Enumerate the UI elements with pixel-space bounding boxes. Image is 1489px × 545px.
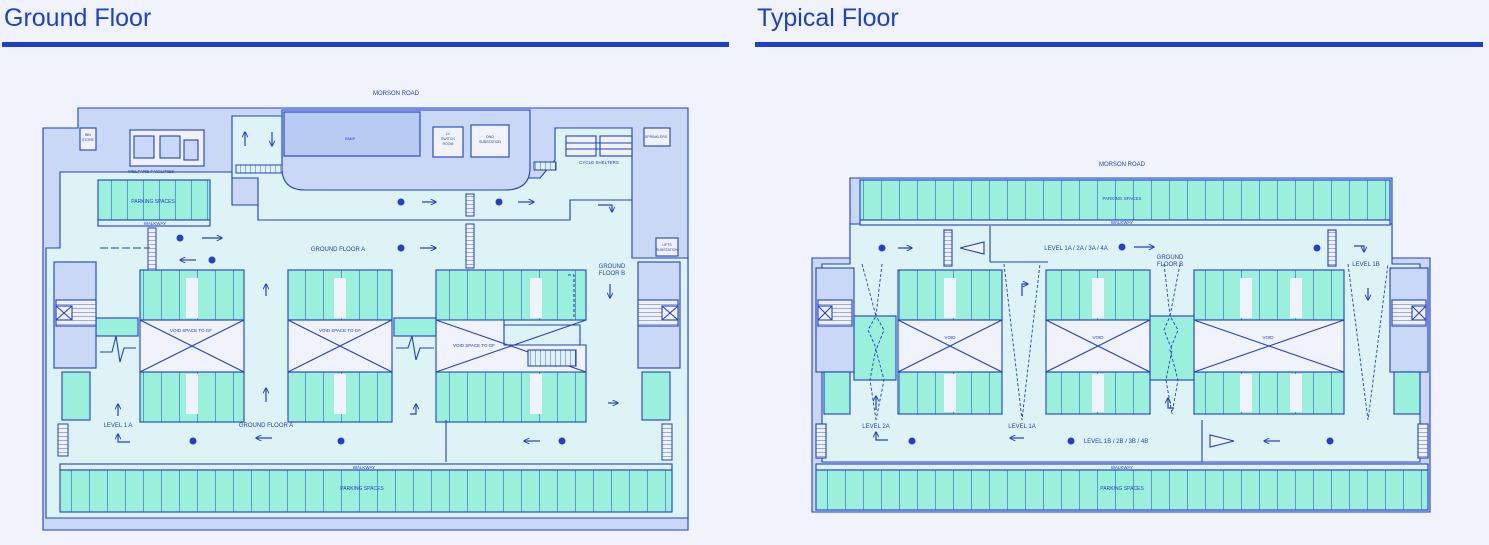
bin-store-label-2: STORE xyxy=(82,138,95,142)
typical-void-3-label: VOID xyxy=(1262,335,1274,340)
typical-ground-b-label-1: GROUND xyxy=(1157,255,1184,261)
cycle-shelter-2 xyxy=(599,135,633,157)
lv-switch-room xyxy=(432,126,464,158)
ground-ramp-left xyxy=(95,317,139,337)
cycle-shelter-1 xyxy=(565,135,597,157)
ground-crossing-2 xyxy=(533,161,557,171)
typical-void-2 xyxy=(1045,319,1151,373)
typical-void-1-label: VOID xyxy=(944,335,956,340)
ground-void-3-label: VOID SPACE TO GF xyxy=(453,343,495,348)
ground-floor-a-bottom-label: GROUND FLOOR A xyxy=(239,423,293,429)
ground-cycle-label: CYCLE SHELTERS xyxy=(579,160,619,165)
ground-parking-left xyxy=(97,179,211,221)
dno-substation xyxy=(470,124,510,158)
typical-levels-a-label: LEVEL 1A / 2A / 3A / 4A xyxy=(1044,246,1108,252)
typical-void-3 xyxy=(1193,319,1345,373)
ground-floor-title-rule xyxy=(2,42,729,47)
typical-road-label: MORSON ROAD xyxy=(1099,162,1146,168)
ground-spot-markers xyxy=(176,198,566,445)
lv-switch-label-3: ROOM xyxy=(443,142,454,146)
ground-void-1 xyxy=(139,319,245,373)
typical-crossing-3 xyxy=(815,423,827,459)
ground-crossing-3 xyxy=(147,227,157,271)
bin-store xyxy=(79,127,97,151)
ground-bay-3-top xyxy=(435,269,587,321)
typical-spot-markers xyxy=(878,243,1334,445)
ground-parking-left-label: PARKING SPACES xyxy=(131,199,175,205)
ground-stair-right xyxy=(637,261,681,421)
ground-traffic-arrows xyxy=(118,132,618,442)
typical-levels-b-label: LEVEL 1B / 2B / 3B / 4B xyxy=(1084,439,1148,445)
ground-road-label: MORSON ROAD xyxy=(373,91,420,97)
ground-floor-b-label-2: FLOOR B xyxy=(599,271,625,277)
ground-crossing-6 xyxy=(57,423,69,457)
typical-triangle-top xyxy=(959,241,985,255)
typical-floor-title-rule xyxy=(755,42,1483,47)
typical-void-2-label: VOID xyxy=(1092,335,1104,340)
typical-level-2a-label: LEVEL 2A xyxy=(862,424,889,430)
lv-switch-label-2: SWITCH xyxy=(441,137,455,141)
typical-parking-top xyxy=(859,179,1391,221)
ground-stair-left xyxy=(53,261,97,421)
ground-floor-plan xyxy=(42,107,689,531)
sprinkler-label: SPRINKLERS xyxy=(645,135,668,139)
typical-bay-3-top xyxy=(1193,269,1345,321)
bin-store-label-1: BIN xyxy=(85,133,91,137)
ground-level-1a-label: LEVEL 1 A xyxy=(104,423,133,429)
typical-crossing-2 xyxy=(1327,229,1337,267)
substation-label-1: DNO xyxy=(486,135,494,139)
typical-crossing-4 xyxy=(1417,423,1429,459)
ground-floor-b-label-1: GROUND xyxy=(599,264,626,270)
ground-ramp-mid xyxy=(393,317,437,337)
typical-walkway-bottom-label: WALKWAY xyxy=(1111,465,1133,470)
typical-parking-top-label: PARKING SPACES xyxy=(1102,196,1141,201)
typical-parking-bottom-label: PARKING SPACES xyxy=(1100,486,1144,492)
typical-stair-left xyxy=(815,267,855,415)
typical-triangle-bottom xyxy=(1209,434,1235,448)
ground-welfare-label: WELFARE FACILITIES xyxy=(128,169,175,174)
typical-traffic-arrows xyxy=(876,246,1368,441)
ground-parking-bottom xyxy=(59,469,673,513)
typical-level-1a-label: LEVEL 1A xyxy=(1008,424,1035,430)
ground-floor-a-top-label: GROUND FLOOR A xyxy=(311,247,365,253)
typical-floor-title: Typical Floor xyxy=(757,4,899,32)
substation-label-2: SUBSTATION xyxy=(479,140,501,144)
ground-ramp xyxy=(283,111,421,157)
typical-parking-bottom xyxy=(815,469,1429,511)
typical-stair-right xyxy=(1389,267,1429,415)
ground-bay-3-bottom xyxy=(435,371,587,423)
ground-parking-bottom-label: PARKING SPACES xyxy=(340,486,384,492)
lifts-label-2: SUBSTATION xyxy=(656,248,678,252)
ground-crossing-7 xyxy=(661,423,673,461)
typical-bay-3-bottom xyxy=(1193,371,1345,415)
sprinkler-room xyxy=(643,127,671,147)
typical-crossing-1 xyxy=(943,229,953,267)
ground-walkway-bottom-label: WALKWAY xyxy=(353,465,375,470)
ground-crossing-5 xyxy=(465,223,475,269)
typical-walkway-top-label: WALKWAY xyxy=(1111,220,1133,225)
typical-ramp-mid xyxy=(1149,315,1195,381)
ground-walkway-left-label: WALKWAY xyxy=(144,221,166,226)
typical-level-1b-label: LEVEL 1B xyxy=(1352,262,1379,268)
typical-ground-b-label-2: FLOOR B xyxy=(1157,262,1183,268)
ramp-label: RAMP xyxy=(345,137,356,141)
typical-ramp-left xyxy=(853,315,897,381)
lv-switch-label-1: LV xyxy=(446,132,451,136)
typical-void-1 xyxy=(897,319,1003,373)
ground-void-2-label: VOID SPACE TO GF xyxy=(319,328,361,333)
typical-floor-plan xyxy=(811,177,1431,513)
ground-crossing-4 xyxy=(465,193,475,217)
ground-void-1-label: VOID SPACE TO GF xyxy=(170,328,212,333)
ground-void-2 xyxy=(287,319,393,373)
lift-substation xyxy=(655,237,679,257)
ground-stair-feature xyxy=(527,349,577,367)
ground-floor-title: Ground Floor xyxy=(4,4,152,32)
lifts-label-1: LIFTS xyxy=(662,243,672,247)
ground-crossing-1 xyxy=(235,164,283,174)
